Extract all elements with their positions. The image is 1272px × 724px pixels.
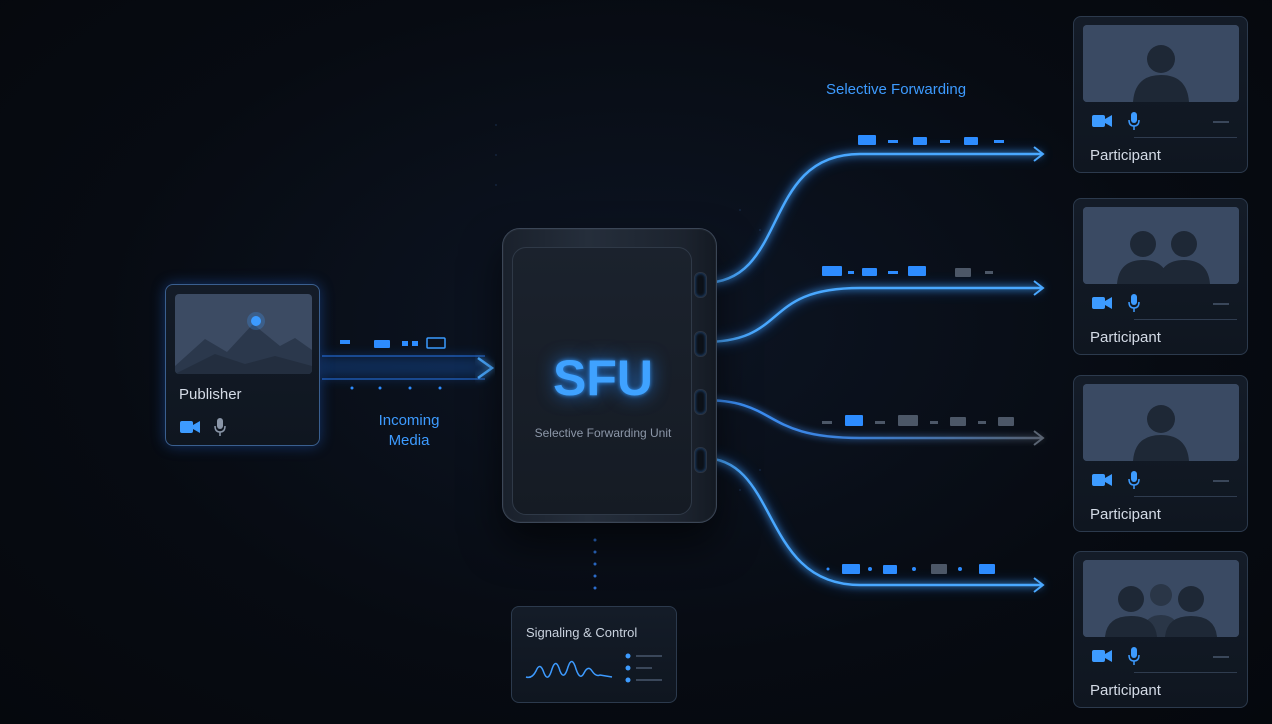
waveform-icon — [525, 653, 662, 683]
microphone-icon — [1128, 647, 1140, 665]
outgoing-stream-4 — [702, 454, 1045, 593]
signaling-control-panel: Signaling & Control — [511, 606, 677, 703]
outgoing-stream-1 — [702, 135, 1045, 287]
sfu-port-2 — [694, 331, 707, 357]
participant-video-thumbnail — [1083, 25, 1239, 102]
divider — [1134, 137, 1237, 138]
divider — [1134, 496, 1237, 497]
video-camera-icon — [180, 421, 200, 433]
signaling-label: Signaling & Control — [526, 625, 638, 640]
microphone-icon — [214, 418, 226, 436]
two-people-silhouette-icon — [1083, 207, 1239, 284]
divider — [1134, 319, 1237, 320]
video-camera-icon — [1092, 115, 1112, 127]
participant-video-thumbnail — [1083, 384, 1239, 461]
sfu-port-3 — [694, 389, 707, 415]
publisher-card: Publisher — [165, 284, 320, 446]
video-camera-icon — [1092, 297, 1112, 309]
divider — [1213, 303, 1229, 305]
divider — [1213, 480, 1229, 482]
sfu-server: SFU Selective Forwarding Unit — [502, 228, 717, 523]
publisher-label: Publisher — [179, 386, 242, 403]
participant-video-thumbnail — [1083, 560, 1239, 637]
divider — [1213, 121, 1229, 123]
video-camera-icon — [1092, 650, 1112, 662]
participant-card-3: Participant — [1073, 375, 1248, 532]
microphone-icon — [1128, 471, 1140, 489]
landscape-image-icon — [175, 294, 312, 374]
participant-label: Participant — [1090, 147, 1161, 164]
group-silhouette-icon — [1083, 560, 1239, 637]
sfu-subtitle: Selective Forwarding Unit — [534, 426, 672, 440]
microphone-icon — [1128, 112, 1140, 130]
diagram-title: Selective Forwarding — [826, 81, 967, 98]
background-dots — [495, 124, 761, 491]
sfu-port-4 — [694, 447, 707, 473]
outgoing-stream-2 — [702, 266, 1045, 346]
divider — [1134, 672, 1237, 673]
divider — [1213, 656, 1229, 658]
participant-card-1: Participant — [1073, 16, 1248, 173]
person-silhouette-icon — [1083, 25, 1239, 102]
participant-label: Participant — [1090, 682, 1161, 699]
sfu-front-panel: SFU Selective Forwarding Unit — [512, 247, 692, 515]
incoming-media-stream — [320, 337, 495, 390]
participant-card-4: Participant — [1073, 551, 1248, 708]
participant-card-2: Participant — [1073, 198, 1248, 355]
sfu-port-1 — [694, 272, 707, 298]
participant-label: Participant — [1090, 329, 1161, 346]
incoming-media-label: Incoming Media — [378, 412, 440, 449]
outgoing-stream-3 — [702, 398, 1045, 446]
microphone-icon — [1128, 294, 1140, 312]
signaling-link — [593, 538, 597, 590]
video-camera-icon — [1092, 474, 1112, 486]
participant-video-thumbnail — [1083, 207, 1239, 284]
participant-label: Participant — [1090, 506, 1161, 523]
publisher-video-thumbnail — [175, 294, 312, 374]
person-silhouette-icon — [1083, 384, 1239, 461]
sfu-title: SFU — [553, 350, 653, 406]
